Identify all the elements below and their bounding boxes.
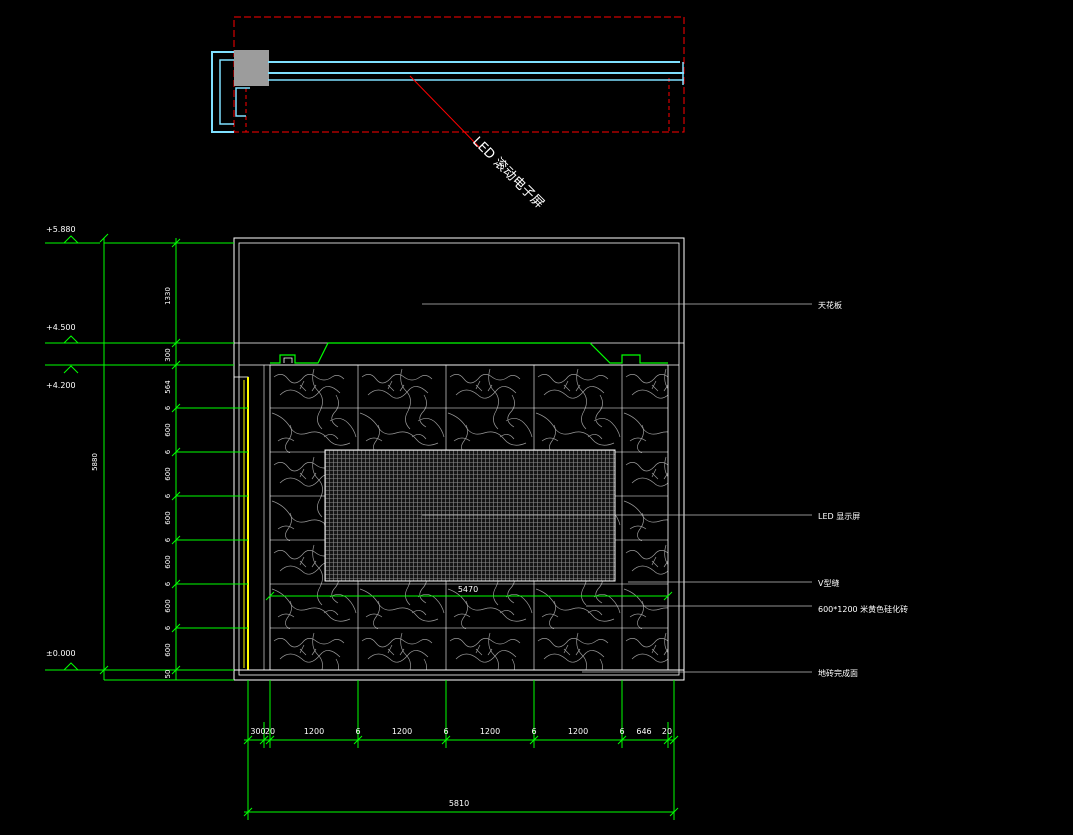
dimension-tick-icon [243,807,253,817]
dimension-tick-icon [243,735,253,745]
cove-profile-white [283,357,293,363]
dimension-tick-icon [265,591,275,601]
callouts: 天花板 LED 显示屏 V型缝 600*1200 米黄色硅化砖 地砖完成面 [422,300,908,678]
dim-600: 600 [164,599,172,612]
interior-dimension: 5470 [265,585,673,601]
led-display-screen [324,449,616,582]
dimension-tick-icon [171,338,181,348]
dimension-tick-icon [99,665,109,675]
dim-600: 600 [164,423,172,436]
dimension-tick-icon [171,535,181,545]
bdim-6: 6 [531,727,536,736]
dimension-tick-icon [171,360,181,370]
dimension-tick-icon [99,233,109,243]
dimension-tick-icon [617,735,627,745]
dimension-tick-icon [171,447,181,457]
dim-50: 50 [164,670,172,679]
chain-labels: 1330 300 564 6 600 6 600 6 600 6 600 6 6… [164,287,172,678]
bdim-1200: 1200 [480,727,500,736]
cove-profile [270,342,668,364]
dimension-tick-icon [353,735,363,745]
bdim-1200: 1200 [304,727,324,736]
ceiling-cove [234,342,684,366]
level-triangle-icon [63,365,79,374]
dimension-tick-icon [259,735,269,745]
dim-6: 6 [164,537,172,542]
dimension-tick-icon [265,735,275,745]
level-triangle-icon [63,335,79,344]
level-triangle-icon [63,662,79,671]
level-mark-floor: ±0.000 [45,649,234,671]
bdim-20: 20 [662,727,672,736]
led-scroll-screen-label: LED 滚动电子屏 [469,134,547,212]
dim-600: 600 [164,467,172,480]
dimension-tick-icon [171,623,181,633]
bottom-ticks [243,735,679,817]
dim-600: 600 [164,555,172,568]
dimension-tick-icon [663,735,673,745]
dimension-tick-icon [171,238,181,248]
plan-red-frame [233,16,685,133]
left-jamb [233,376,249,671]
bdim-300: 300 [250,727,265,736]
dim-564: 564 [164,380,172,394]
bdim-6: 6 [355,727,360,736]
bdim-6: 6 [619,727,624,736]
bdim-1200: 1200 [568,727,588,736]
level-cove-label: +4.200 [46,381,76,390]
dimension-tick-icon [663,591,673,601]
bottom-labels: 300 20 1200 6 1200 6 1200 6 1200 6 646 2… [250,727,672,808]
chain-ticks [171,238,181,675]
elevation-markers: +5.880 +4.500 +4.200 ±0.000 [45,225,234,671]
dim-6: 6 [164,405,172,410]
bottom-dimension-chain: 300 20 1200 6 1200 6 1200 6 1200 6 646 2… [243,680,679,820]
dimension-tick-icon [669,807,679,817]
dim-600: 600 [164,511,172,524]
plan-wall-outline [211,51,250,133]
bdim-20: 20 [265,727,275,736]
level-mark-top: +5.880 [45,225,100,244]
level-mark-cove: +4.200 [45,364,234,390]
interior-dim-label: 5470 [458,585,478,594]
outer-wall-frame-inner [238,242,680,676]
dimension-tick-icon [171,665,181,675]
callout-ceiling: 天花板 [818,300,842,310]
callout-stone: 600*1200 米黄色硅化砖 [818,604,908,614]
bdim-total: 5810 [449,799,469,808]
left-dimension-chain: 5880 1330 [91,233,248,681]
dimension-tick-icon [669,735,679,745]
level-floor-label: ±0.000 [46,649,76,658]
level-triangle-icon [63,235,79,244]
bdim-6: 6 [443,727,448,736]
dimension-tick-icon [171,403,181,413]
dimension-tick-icon [529,735,539,745]
bottom-extension-lines [247,680,675,820]
bdim-1200: 1200 [392,727,412,736]
callout-led: LED 显示屏 [818,512,860,521]
dim-600: 600 [164,643,172,656]
dim-6: 6 [164,625,172,630]
dim-6: 6 [164,449,172,454]
left-edge-strip [233,365,265,671]
callout-groove: V型缝 [818,578,839,588]
column-square-icon [234,50,269,86]
level-ceiling-label: +4.500 [46,323,76,332]
total-height-label: 5880 [91,453,99,471]
dim-300: 300 [164,348,172,361]
dimension-tick-icon [171,579,181,589]
dimension-tick-icon [171,491,181,501]
callout-floor: 地砖完成面 [818,668,858,678]
led-leader-line [409,75,481,149]
dimension-tick-icon [441,735,451,745]
plan-view: LED 滚动电子屏 [211,16,685,212]
level-top-label: +5.880 [46,225,76,234]
plan-wall-inner-2 [235,87,250,117]
dim-6: 6 [164,581,172,586]
chain-extension-lines [104,242,248,681]
dim-6: 6 [164,493,172,498]
dim-1330: 1330 [164,287,172,305]
bdim-646: 646 [636,727,651,736]
level-mark-ceiling: +4.500 [45,323,234,344]
